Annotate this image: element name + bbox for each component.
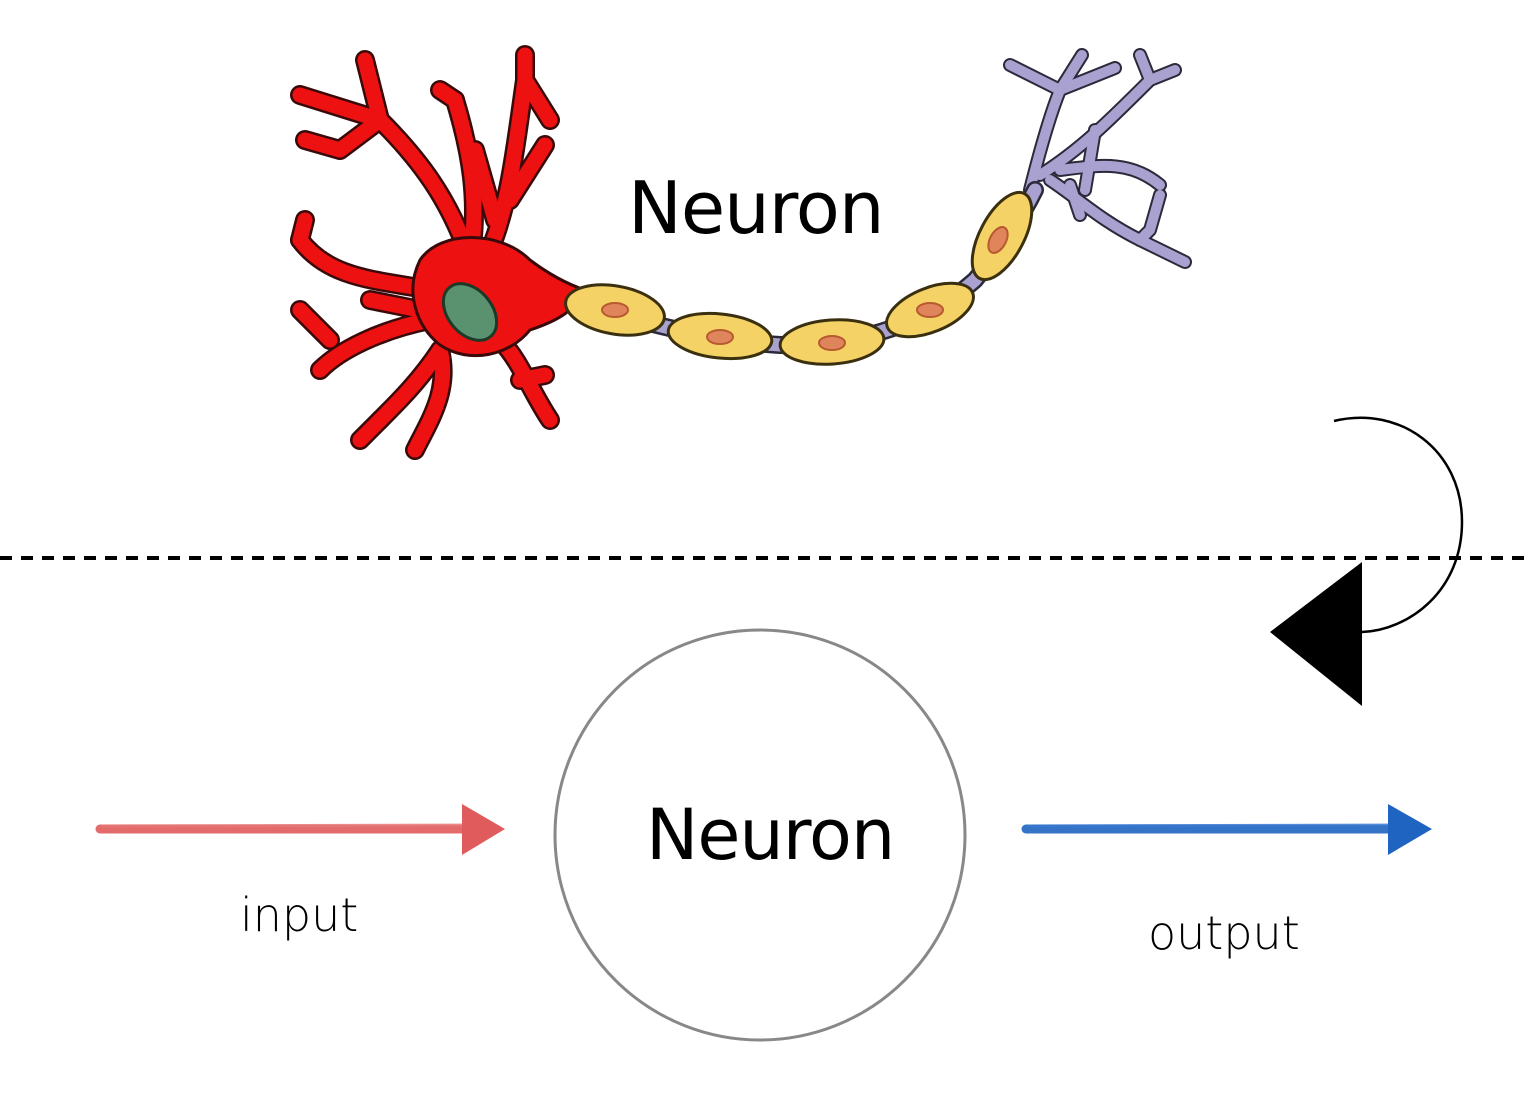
biological-neuron-illustration bbox=[290, 45, 1192, 460]
input-arrowhead-icon bbox=[462, 804, 505, 855]
axon-terminal bbox=[1003, 48, 1192, 269]
neuron-node-circle bbox=[553, 628, 967, 1042]
input-arrow bbox=[95, 804, 505, 855]
output-arrowhead-icon bbox=[1388, 804, 1432, 855]
soma bbox=[411, 236, 588, 358]
myelin-segment bbox=[666, 311, 774, 361]
input-label: input bbox=[240, 888, 359, 942]
myelin-segment bbox=[778, 318, 886, 366]
output-arrow bbox=[1021, 804, 1432, 855]
nucleus bbox=[441, 282, 499, 342]
transform-arrow bbox=[1270, 416, 1464, 706]
neuron-node-label: Neuron bbox=[646, 794, 895, 876]
myelin-segment bbox=[970, 190, 1034, 282]
myelin-segment bbox=[564, 283, 666, 337]
neuron-illustration-title: Neuron bbox=[628, 166, 884, 250]
myelin-sheath bbox=[564, 190, 1034, 366]
output-label: output bbox=[1148, 906, 1300, 960]
myelin-segment bbox=[885, 281, 975, 339]
transform-arrow-curve bbox=[1333, 416, 1464, 634]
transform-arrowhead-icon bbox=[1270, 562, 1362, 706]
